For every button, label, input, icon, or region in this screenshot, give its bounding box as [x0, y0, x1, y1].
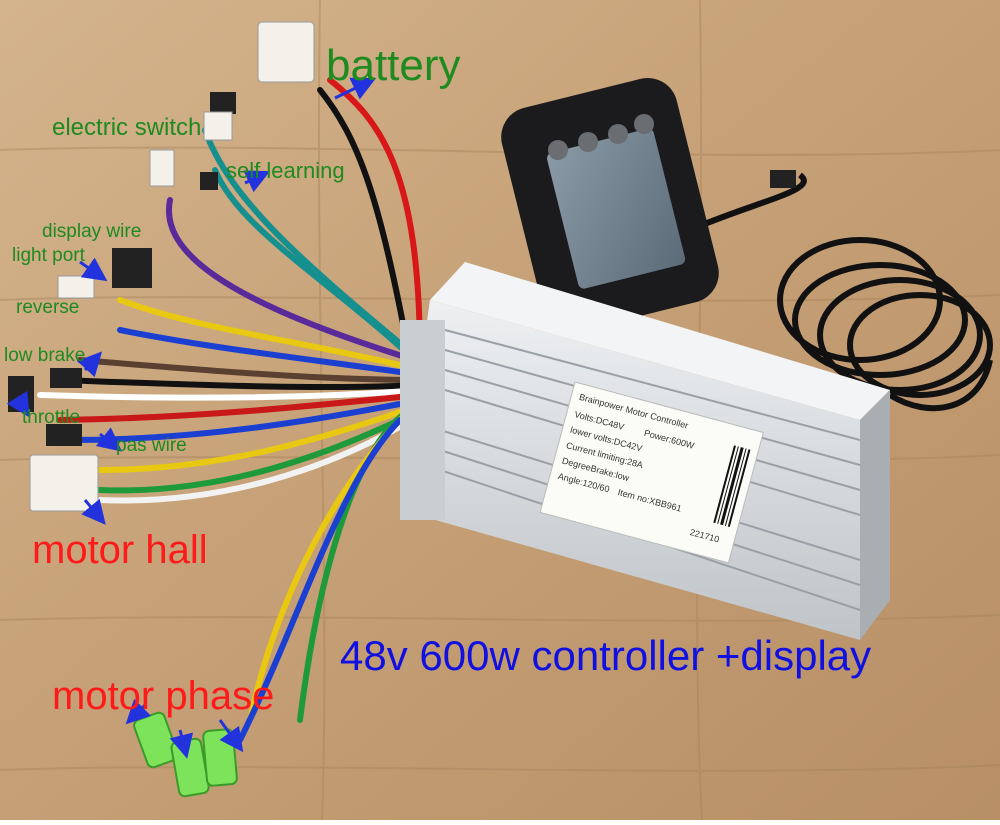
barcode	[713, 445, 751, 527]
label-throttle: throttle	[22, 407, 81, 428]
label-light-port: light port	[12, 245, 85, 266]
lcd-display	[501, 78, 719, 332]
low-brake-arrow-icon	[77, 351, 103, 378]
motor-hall-arrow-icon	[81, 498, 106, 525]
spec-sticker: Brainpower Motor Controller Volts:DC48V …	[539, 381, 764, 564]
phase-arrow-1-icon	[125, 698, 152, 725]
display-connector	[770, 170, 796, 188]
label-reverse: reverse	[16, 297, 80, 318]
label-display-wire: display wire	[42, 221, 142, 242]
phase-arrow-2-icon	[169, 729, 194, 759]
label-self-learning: self learning	[226, 158, 345, 183]
label-motor-phase: motor phase	[52, 674, 275, 718]
label-electric-switch: electric switch	[52, 114, 202, 141]
label-pas-wire: pas wire	[116, 435, 187, 456]
self-learning-arrow-icon	[243, 170, 271, 193]
label-motor-hall: motor hall	[32, 528, 208, 572]
phase-arrow-3-icon	[218, 719, 244, 753]
pas-wire-arrow-icon	[95, 427, 123, 452]
headline-caption: 48v 600w controller +display	[340, 632, 872, 679]
display-coil-cable	[688, 172, 993, 412]
label-battery: battery	[326, 41, 461, 90]
light-port-arrow-icon	[79, 257, 108, 282]
throttle-arrow-icon	[6, 390, 30, 418]
battery-arrow-icon	[334, 77, 377, 100]
wire-bundle	[37, 77, 423, 743]
annotation-arrows	[6, 77, 377, 759]
label-low-brake: low brake	[4, 345, 86, 366]
